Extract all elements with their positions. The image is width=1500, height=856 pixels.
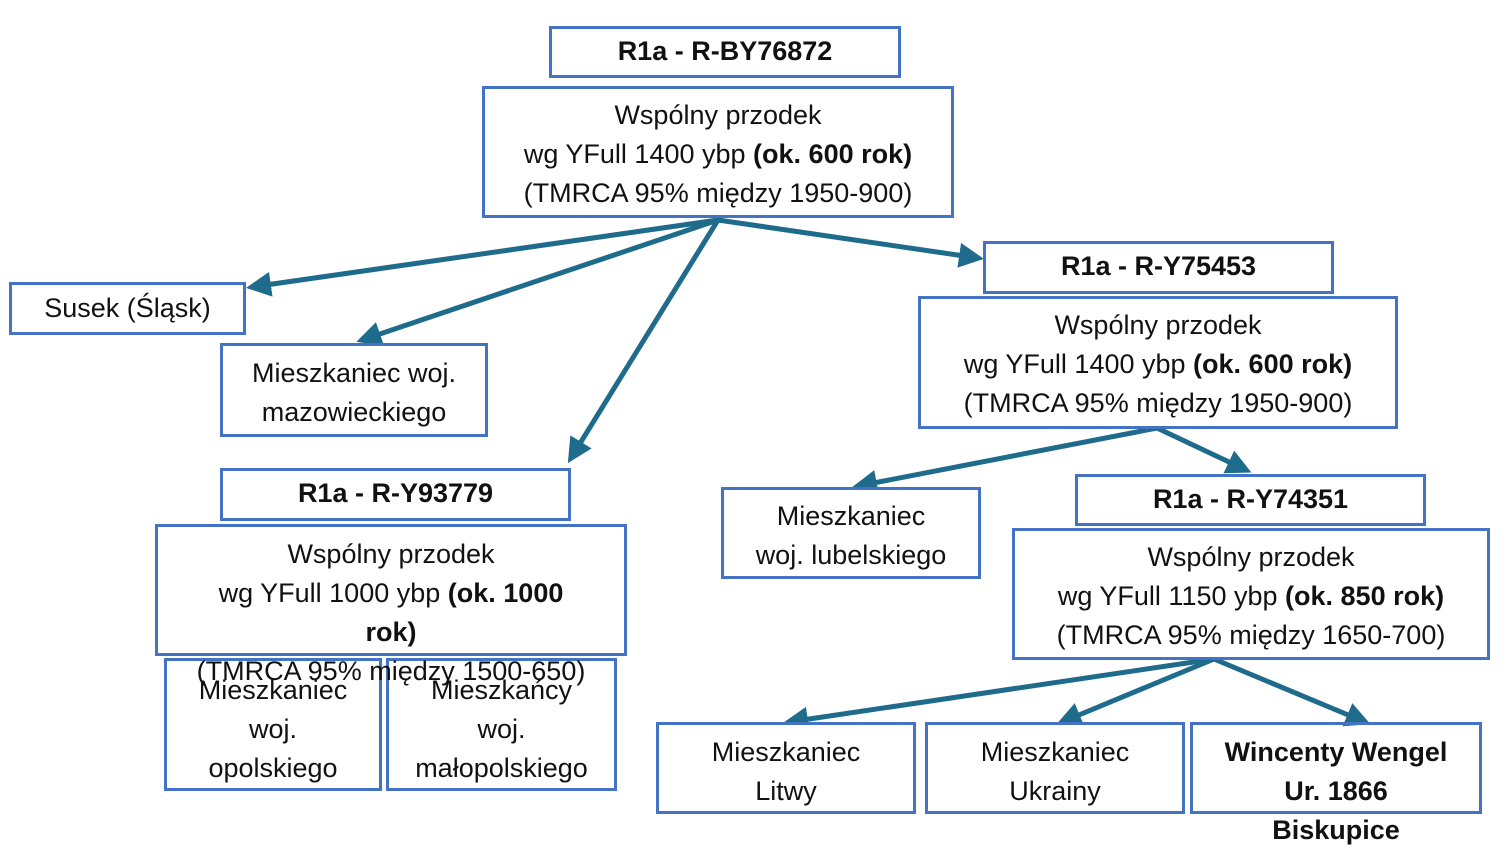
opolskie-line1: Mieszkaniec: [198, 675, 348, 705]
y75453-ancestor-box: Wspólny przodek wg YFull 1400 ybp (ok. 6…: [918, 296, 1398, 429]
y74351-title-text: R1a - R-Y74351: [1152, 484, 1349, 514]
arrow-y74351-to-litwa: [783, 656, 1217, 732]
ukraina-line1: Mieszkaniec: [980, 737, 1130, 767]
lubelskie-line2: woj. lubelskiego: [755, 540, 947, 570]
arrow-y74351-to-ukraina: [1056, 656, 1217, 727]
root-ancestor-box: Wspólny przodek wg YFull 1400 ybp (ok. 6…: [482, 86, 954, 218]
ukraina-box: Mieszkaniec Ukrainy: [925, 722, 1185, 814]
y93779-title: R1a - R-Y93779: [220, 468, 571, 521]
y93779-ancestor-line4: (TMRCA 95% między 1500-650): [196, 656, 586, 686]
root-title-text: R1a - R-BY76872: [617, 36, 833, 66]
y74351-ancestor-line1: Wspólny przodek: [1147, 542, 1355, 572]
root-ancestor-line2-pre: wg YFull 1400 ybp: [523, 139, 754, 169]
y75453-title: R1a - R-Y75453: [983, 241, 1334, 294]
arrow-y75453-to-y74351: [1154, 425, 1252, 474]
y75453-ancestor-line2-pre: wg YFull 1400 ybp: [963, 349, 1194, 379]
root-ancestor-line2: wg YFull 1400 ybp (ok. 600 rok): [485, 135, 951, 174]
wengel-line1: Wincenty Wengel: [1224, 737, 1448, 767]
malopolskie-line2: woj.: [477, 714, 526, 744]
arrow-root-to-susek: [246, 217, 721, 297]
y75453-ancestor-line1: Wspólny przodek: [1054, 310, 1262, 340]
root-ancestor-line1: Wspólny przodek: [614, 100, 822, 130]
y93779-ancestor-box: Wspólny przodek wg YFull 1000 ybp (ok. 1…: [155, 524, 627, 686]
wengel-line2: Ur. 1866: [1284, 776, 1388, 806]
y93779-ancestor-line3: rok): [365, 617, 417, 647]
arrow-y75453-to-lubelskie: [852, 425, 1160, 495]
root-ancestor-line2-bold: (ok. 600 rok): [753, 139, 913, 169]
lubelskie-box: Mieszkaniec woj. lubelskiego: [721, 487, 981, 579]
litwa-box: Mieszkaniec Litwy: [656, 722, 916, 814]
malopolskie-line1: Mieszkańcy: [430, 675, 573, 705]
root-haplogroup-title: R1a - R-BY76872: [549, 26, 901, 78]
y93779-ancestor-line2-bold: (ok. 1000: [447, 578, 564, 608]
litwa-line1: Mieszkaniec: [711, 737, 861, 767]
lubelskie-line1: Mieszkaniec: [776, 501, 926, 531]
arrow-root-to-y75453: [715, 217, 984, 268]
opolskie-line3: opolskiego: [208, 753, 338, 783]
malopolskie-line3: małopolskiego: [415, 753, 588, 783]
opolskie-line2: woj.: [248, 714, 297, 744]
mazowieckie-box: Mieszkaniec woj. mazowieckiego: [220, 343, 488, 437]
y93779-title-text: R1a - R-Y93779: [297, 478, 494, 508]
arrow-root-to-mazowieckie: [356, 217, 721, 346]
susek-box: Susek (Śląsk): [9, 282, 246, 335]
y93779-ancestor-line2-pre: wg YFull 1000 ybp: [218, 578, 448, 608]
ukraina-line2: Ukrainy: [1009, 776, 1101, 806]
y74351-ancestor-box: Wspólny przodek wg YFull 1150 ybp (ok. 8…: [1012, 528, 1490, 660]
arrow-root-to-y93779: [567, 217, 721, 464]
wengel-box: Wincenty Wengel Ur. 1866 Biskupice: [1190, 722, 1482, 845]
y74351-ancestor-line2-pre: wg YFull 1150 ybp: [1057, 581, 1286, 611]
arrow-y74351-to-wengel: [1211, 656, 1371, 727]
y93779-ancestor-line1: Wspólny przodek: [287, 539, 495, 569]
y75453-ancestor-line2-bold: (ok. 600 rok): [1193, 349, 1353, 379]
y74351-ancestor-line2: wg YFull 1150 ybp (ok. 850 rok): [1015, 577, 1487, 616]
y75453-ancestor-line2: wg YFull 1400 ybp (ok. 600 rok): [921, 345, 1395, 384]
y75453-ancestor-line3: (TMRCA 95% między 1950-900): [963, 388, 1353, 418]
y75453-title-text: R1a - R-Y75453: [1060, 251, 1257, 281]
wengel-line3: Biskupice: [1272, 815, 1400, 845]
opolskie-box: Mieszkaniec woj. opolskiego: [164, 658, 382, 791]
litwa-line2: Litwy: [755, 776, 817, 806]
y74351-title: R1a - R-Y74351: [1075, 474, 1426, 526]
mazowieckie-line1: Mieszkaniec woj.: [251, 358, 457, 388]
y74351-ancestor-line2-bold: (ok. 850 rok): [1285, 581, 1445, 611]
y93779-ancestor-line2: wg YFull 1000 ybp (ok. 1000: [158, 574, 624, 613]
y74351-ancestor-line3: (TMRCA 95% między 1650-700): [1056, 620, 1446, 650]
malopolskie-box: Mieszkańcy woj. małopolskiego: [386, 658, 617, 791]
root-ancestor-line3: (TMRCA 95% między 1950-900): [523, 178, 913, 208]
susek-label: Susek (Śląsk): [44, 293, 211, 323]
mazowieckie-line2: mazowieckiego: [261, 397, 447, 427]
